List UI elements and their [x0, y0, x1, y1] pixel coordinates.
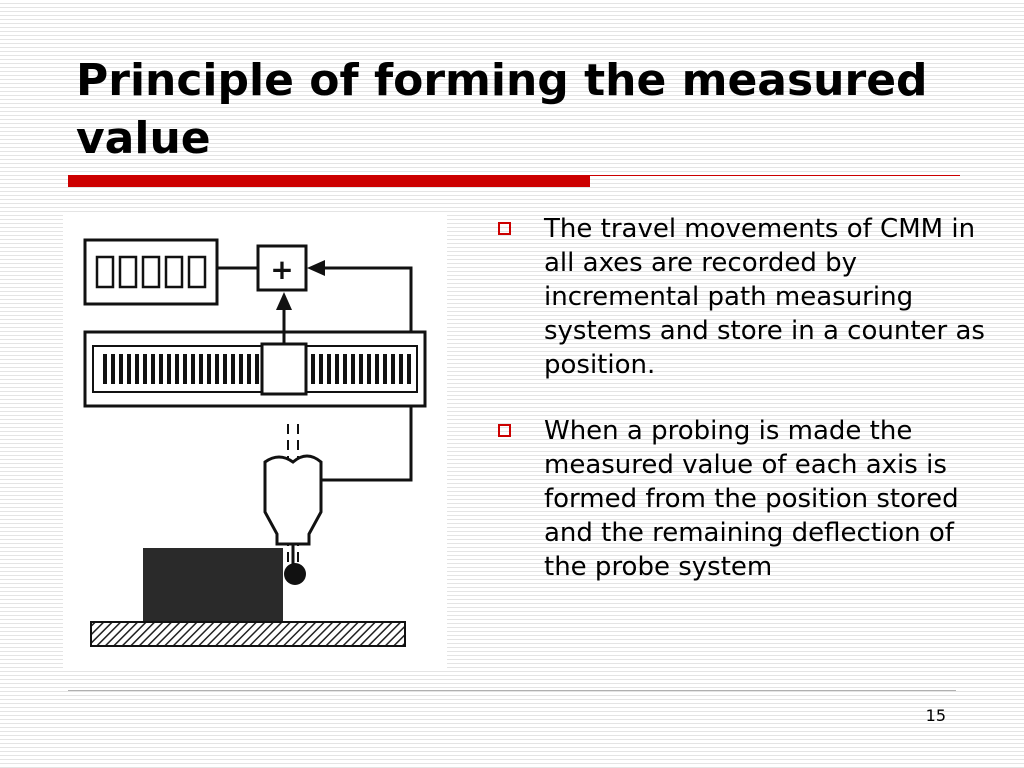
bullet-item: When a probing is made the measured valu…: [490, 414, 990, 584]
bullet-text: When a probing is made the measured valu…: [544, 416, 959, 582]
slide-title: Principle of forming the measured value: [76, 55, 928, 164]
adder-plus-symbol: +: [270, 253, 293, 286]
title-underline-thick: [68, 175, 590, 187]
workpiece: [143, 548, 283, 622]
bullet-list: The travel movements of CMM in all axes …: [490, 212, 990, 616]
cmm-measuring-principle-diagram: +: [63, 212, 447, 670]
head-to-adder-arrow: [276, 292, 292, 344]
probe-ball: [284, 563, 306, 585]
reading-head: [260, 342, 308, 396]
adder-box: +: [256, 244, 308, 292]
title-underline-thin: [590, 175, 960, 176]
incremental-scale: [83, 330, 427, 408]
probe-body: [263, 454, 323, 546]
page-number: 15: [925, 706, 946, 725]
counter-display: [83, 238, 219, 306]
footer-divider: [68, 690, 956, 691]
hollow-square-icon: [498, 424, 511, 437]
hollow-square-icon: [498, 222, 511, 235]
measuring-table: [90, 621, 406, 647]
bullet-item: The travel movements of CMM in all axes …: [490, 212, 990, 382]
bullet-text: The travel movements of CMM in all axes …: [544, 214, 985, 380]
